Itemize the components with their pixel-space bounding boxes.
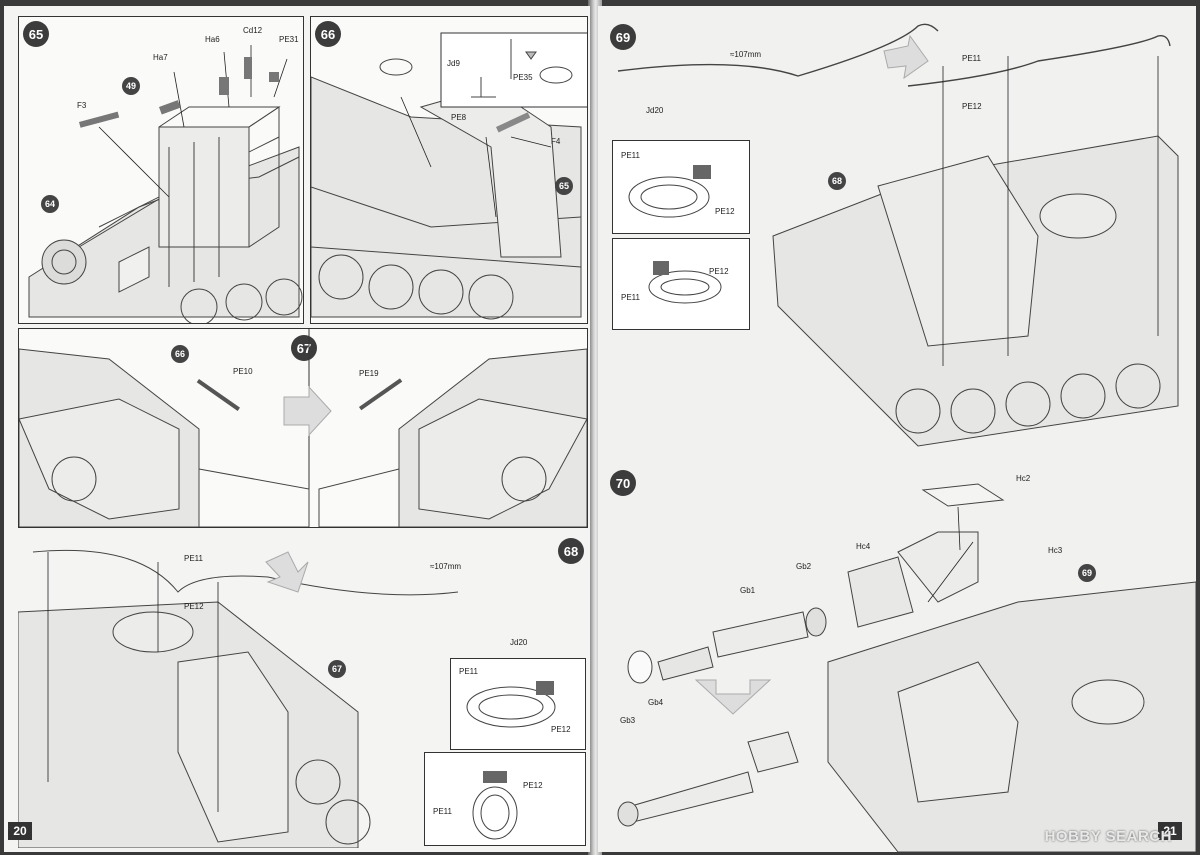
step-66-panel: 66: [310, 16, 588, 324]
ref-step-67: 67: [328, 660, 346, 678]
part-label: PE11: [621, 151, 640, 160]
hull-drawing: [18, 549, 459, 848]
right-page: 69 68 ≈107mm Jd20 PE11: [598, 6, 1196, 852]
part-label: PE12: [551, 725, 571, 734]
part-label: Cd12: [243, 26, 263, 35]
part-label: PE11: [621, 293, 640, 302]
part-label: Hc2: [1016, 474, 1031, 483]
gun-drawing: [617, 483, 1196, 852]
ref-step-49: 49: [122, 77, 140, 95]
part-label: PE10: [233, 367, 253, 376]
part-label: Ha6: [205, 35, 220, 44]
part-label: PE11: [962, 54, 981, 63]
step-number: 69: [610, 24, 636, 50]
part-label: PE11: [433, 807, 452, 816]
part-label: Jd20: [646, 106, 664, 115]
part-label: Ha7: [153, 53, 168, 62]
ref-step-68: 68: [828, 172, 846, 190]
watermark: HOBBY SEARCH: [1044, 828, 1172, 845]
part-label: Gb1: [740, 586, 756, 595]
step-number: 70: [610, 470, 636, 496]
part-label: F4: [551, 137, 561, 146]
step-69-area: 69 68 ≈107mm Jd20 PE11: [598, 6, 1196, 456]
part-label: PE19: [359, 369, 379, 378]
step-number: 68: [558, 538, 584, 564]
ref-step-65: 65: [555, 177, 573, 195]
part-label: PE35: [513, 73, 533, 82]
left-page: 65: [4, 6, 590, 852]
part-label: PE12: [523, 781, 543, 790]
part-label: Jd20: [510, 638, 528, 647]
length-label: ≈107mm: [730, 50, 762, 59]
length-label: ≈107mm: [430, 562, 462, 571]
part-label: PE12: [715, 207, 735, 216]
step-70-area: 70 69 Hc2 Hc4 Hc3 Gb2: [598, 462, 1196, 852]
step-68-panel: 68 67 PE11 PE12 ≈107mm Jd20: [18, 532, 586, 848]
part-label: Jd9: [447, 59, 460, 68]
part-label: Hc3: [1048, 546, 1063, 555]
hull-drawing: [311, 32, 587, 320]
part-label: PE11: [459, 667, 478, 676]
part-label: PE12: [962, 102, 982, 111]
hull-drawing: [28, 45, 303, 323]
detail-inset-1: PE11 PE12: [450, 658, 586, 750]
part-label: F3: [77, 101, 87, 110]
part-label: Gb2: [796, 562, 812, 571]
part-label: Gb4: [648, 698, 664, 707]
step-number: 66: [315, 21, 341, 47]
part-label: PE31: [279, 35, 299, 44]
step-number: 65: [23, 21, 49, 47]
hull-drawing: [19, 329, 587, 527]
page-number: 21: [1158, 822, 1182, 840]
ref-step-69: 69: [1078, 564, 1096, 582]
step-number: 67: [291, 335, 317, 361]
detail-inset-2: PE11 PE12: [424, 752, 586, 846]
detail-inset-1: PE11 PE12: [612, 140, 750, 234]
ref-step-64: 64: [41, 195, 59, 213]
part-label: PE12: [709, 267, 729, 276]
part-label: PE8: [451, 113, 467, 122]
part-label: PE11: [184, 554, 203, 563]
hull-drawing: [617, 23, 1179, 447]
page-number: 20: [8, 822, 32, 840]
ref-step-66: 66: [171, 345, 189, 363]
part-label: Hc4: [856, 542, 871, 551]
step-65-panel: 65: [18, 16, 304, 324]
detail-inset-2: PE12 PE11: [612, 238, 750, 330]
part-label: PE12: [184, 602, 204, 611]
part-label: Gb3: [620, 716, 636, 725]
step-67-panel: 67 66 PE10 PE19: [18, 328, 588, 528]
